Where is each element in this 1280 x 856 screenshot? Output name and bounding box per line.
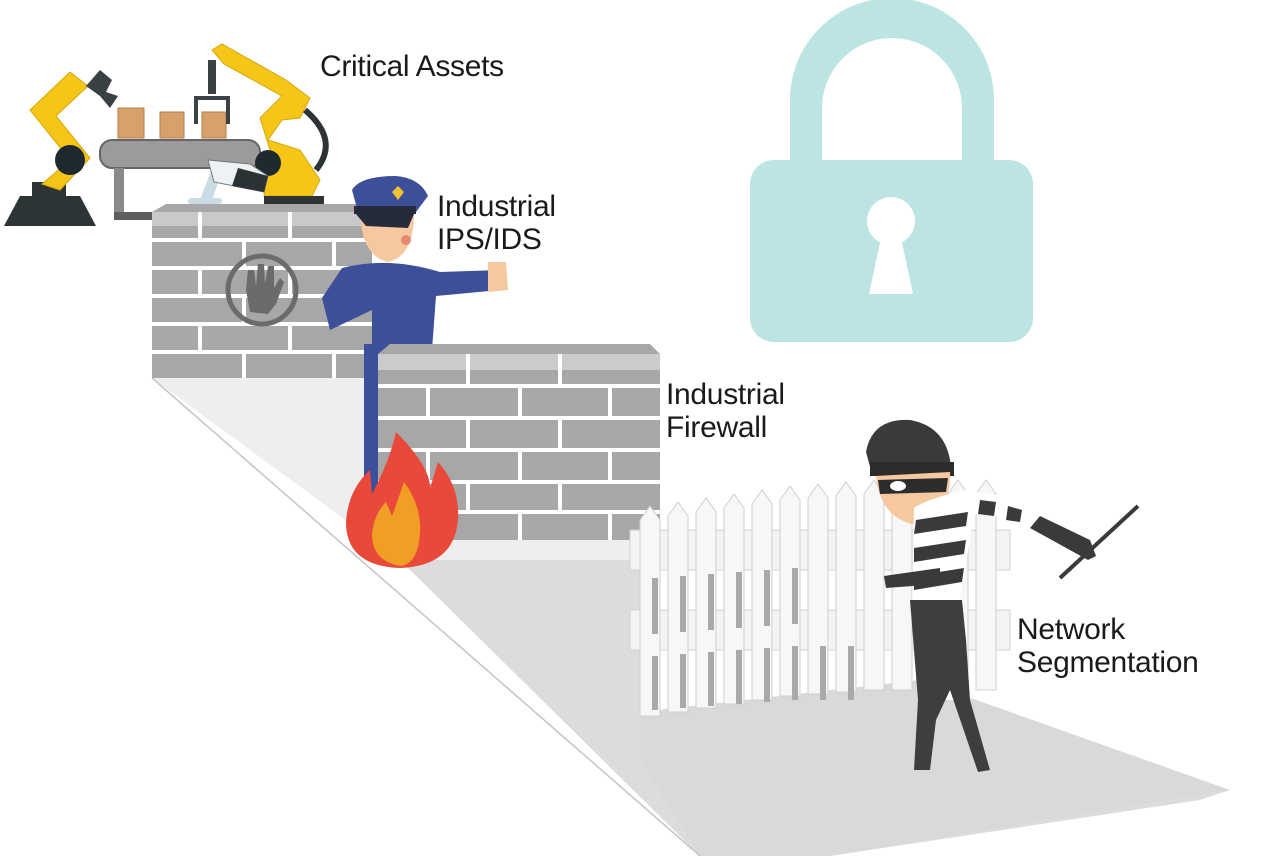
padlock-icon xyxy=(750,0,1033,342)
floor-path xyxy=(151,377,1230,856)
security-camera-icon xyxy=(188,159,269,204)
burglar-figure xyxy=(866,419,1140,772)
robot-assembly-line-icon xyxy=(4,43,329,226)
police-officer-figure xyxy=(322,176,508,504)
label-critical-assets: Critical Assets xyxy=(320,50,504,83)
fire-icon xyxy=(346,432,459,568)
ips-brick-wall xyxy=(152,204,372,378)
label-industrial-ips-ids: Industrial IPS/IDS xyxy=(437,190,556,256)
label-network-segmentation: Network Segmentation xyxy=(1017,613,1199,679)
label-industrial-firewall: Industrial Firewall xyxy=(666,378,785,444)
stop-hand-sign-icon xyxy=(225,253,299,327)
